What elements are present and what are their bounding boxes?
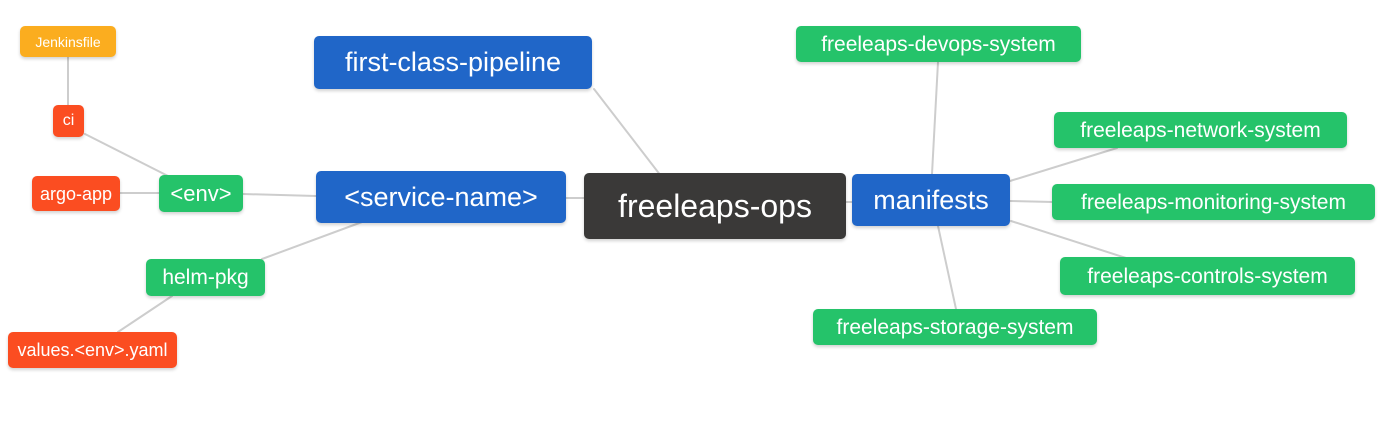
node-argo-app[interactable]: argo-app [32, 176, 120, 211]
node-manifests[interactable]: manifests [852, 174, 1010, 226]
edge-pipeline-root [593, 88, 662, 177]
node-freeleaps-monitoring-system[interactable]: freeleaps-monitoring-system [1052, 184, 1375, 220]
node-freeleaps-network-system[interactable]: freeleaps-network-system [1054, 112, 1347, 148]
edge-manifests-devops [931, 61, 939, 175]
node-service-name[interactable]: <service-name> [316, 171, 566, 223]
node-env[interactable]: <env> [159, 175, 243, 212]
node-helm-pkg[interactable]: helm-pkg [146, 259, 265, 296]
edge-manifests-storage [937, 225, 957, 310]
edge-values-helm-pkg [117, 295, 173, 333]
node-first-class-pipeline[interactable]: first-class-pipeline [314, 36, 592, 89]
node-ci[interactable]: ci [53, 105, 84, 137]
node-freeleaps-ops-root[interactable]: freeleaps-ops [584, 173, 846, 239]
node-values-env-yaml[interactable]: values.<env>.yaml [8, 332, 177, 368]
node-freeleaps-controls-system[interactable]: freeleaps-controls-system [1060, 257, 1355, 295]
edge-helm-pkg-service-name [261, 221, 363, 260]
edge-manifests-network [1009, 147, 1118, 182]
edge-ci-env [84, 133, 171, 178]
edge-manifests-controls [1010, 220, 1127, 259]
node-freeleaps-storage-system[interactable]: freeleaps-storage-system [813, 309, 1097, 345]
node-freeleaps-devops-system[interactable]: freeleaps-devops-system [796, 26, 1081, 62]
edge-env-service-name [242, 193, 317, 197]
node-jenkinsfile[interactable]: Jenkinsfile [20, 26, 116, 57]
edge-manifests-monitoring [1009, 200, 1054, 203]
